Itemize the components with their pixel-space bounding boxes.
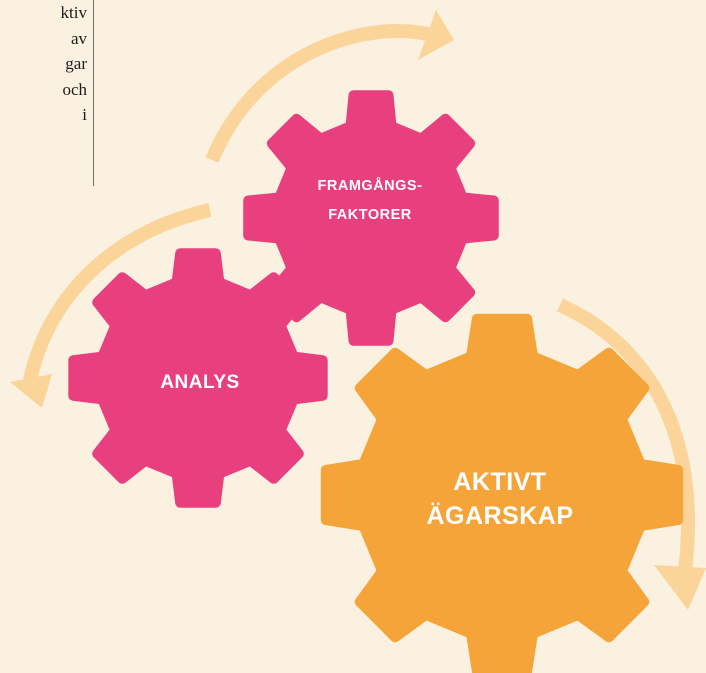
side-text-line: av <box>70 28 87 48</box>
gear-label-line: FRAMGÅNGS- <box>317 178 423 194</box>
gear-label-aktivt-agarskap: AKTIVT ÄGARSKAP <box>380 465 620 533</box>
gear-framgangsfaktorer <box>243 90 499 346</box>
arrow-right-arc <box>557 298 695 571</box>
side-text-line: och <box>62 79 87 99</box>
arrow-right-head <box>654 565 706 610</box>
gear-label-framgangsfaktorer: FRAMGÅNGS- FAKTORER <box>270 172 470 230</box>
gear-label-analys: ANALYS <box>160 372 240 393</box>
side-text-line: ktiv <box>60 3 87 22</box>
side-text-line: i <box>82 105 87 124</box>
side-text: ktiv av gar och i <box>0 0 87 128</box>
gear-label-line: AKTIVT <box>453 468 547 496</box>
gear-aktivt-agarskap <box>320 313 684 673</box>
gear-label-line: ÄGARSKAP <box>426 502 574 530</box>
column-divider <box>93 0 94 186</box>
gear-analys <box>68 248 328 508</box>
arrow-top-head <box>418 10 454 60</box>
arrow-left-head <box>10 374 52 408</box>
gear-label-line: FAKTORER <box>328 207 412 223</box>
arrow-top-arc <box>205 24 430 163</box>
side-text-line: gar <box>65 54 87 73</box>
arrow-left-arc <box>23 203 212 382</box>
